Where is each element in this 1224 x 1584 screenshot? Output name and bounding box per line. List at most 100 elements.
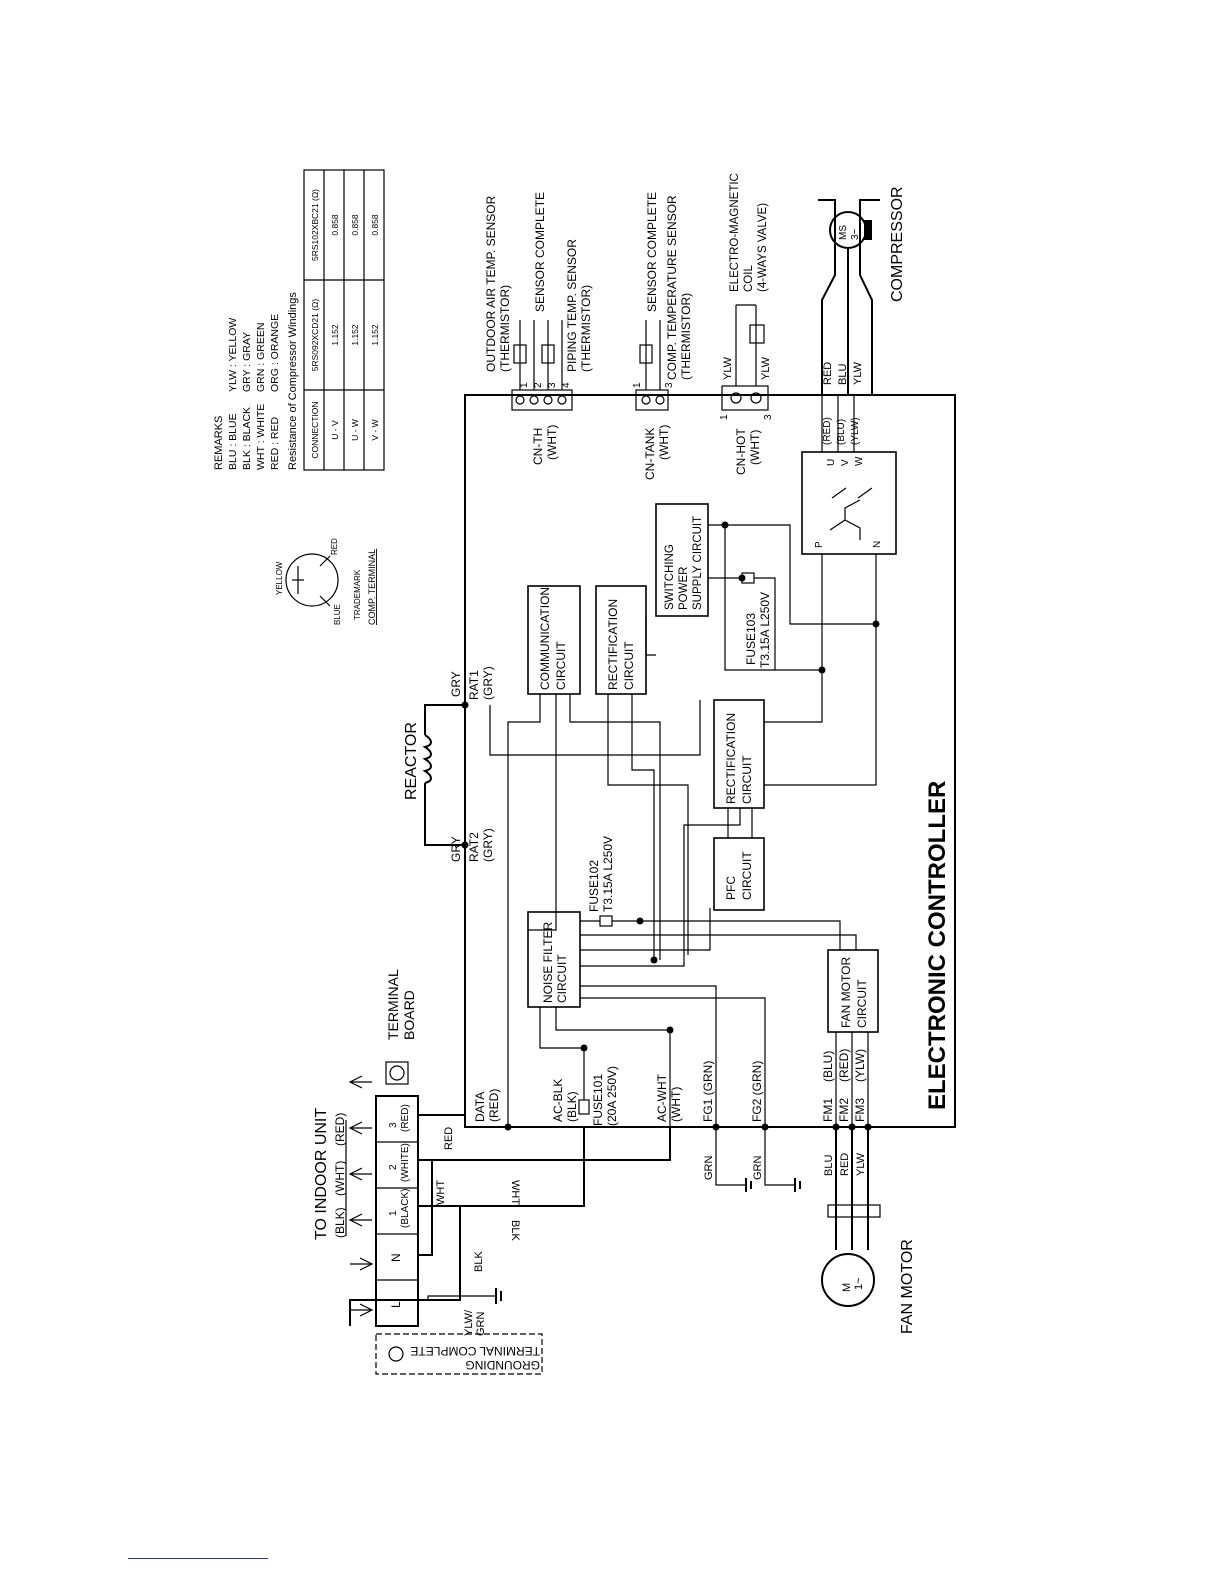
indoor-color: (BLK) bbox=[333, 1207, 347, 1238]
cn-th-connector bbox=[511, 320, 573, 411]
footer-rule bbox=[128, 1558, 268, 1559]
fm3-color: (YLW) bbox=[853, 1049, 867, 1082]
piping-sensor-label: PIPING TEMP. SENSOR bbox=[565, 239, 579, 372]
wire-red-label: RED bbox=[443, 1127, 455, 1150]
reactor-symbol bbox=[422, 704, 465, 846]
terminal-blue-label: BLUE bbox=[333, 604, 342, 625]
terminal-board-label: TERMINAL bbox=[385, 969, 401, 1040]
fan-motor-circuit-label: FAN MOTOR bbox=[839, 957, 853, 1028]
reactor-wire-gry: GRY bbox=[449, 671, 463, 697]
pin-number: 4 bbox=[561, 382, 572, 388]
ylw-grn-label: GRN bbox=[475, 1312, 487, 1337]
cn-hot-label: CN-HOT bbox=[734, 428, 748, 475]
pin-number: 1 bbox=[719, 414, 730, 420]
cn-tank-color: (WHT) bbox=[657, 425, 671, 460]
comp-temp-sensor-label: COMP. TEMPERATURE SENSOR bbox=[665, 195, 679, 380]
resistance-table: Resistance of Compressor Windings CONNEC… bbox=[287, 169, 385, 471]
fuse103-symbol bbox=[741, 572, 755, 584]
remarks-color: ORG : ORANGE bbox=[269, 314, 281, 392]
terminal-board bbox=[375, 1095, 419, 1327]
fan-motor-circuit bbox=[827, 949, 879, 1033]
compressor-wire-ylw: YLW bbox=[852, 361, 864, 385]
compressor-wire-red: RED bbox=[822, 362, 834, 385]
terminal-3-color: (RED) bbox=[400, 1104, 411, 1132]
pin-number: 1 bbox=[519, 382, 530, 388]
terminal-l: L bbox=[389, 1301, 403, 1308]
fm1-label: FM1 bbox=[821, 1098, 835, 1122]
data-connector-label: DATA bbox=[473, 1092, 487, 1122]
ground-wire-grn: GRN bbox=[752, 1156, 764, 1181]
ac-wht-color: (WHT) bbox=[669, 1087, 683, 1122]
table-cell: 0.858 bbox=[330, 214, 340, 236]
cn-tank-connector bbox=[635, 320, 669, 411]
fan-motor-symbol bbox=[821, 1127, 881, 1307]
pin-number: 2 bbox=[533, 382, 544, 388]
indoor-arrows bbox=[348, 1075, 374, 1317]
rectification-label: CIRCUIT bbox=[622, 641, 636, 690]
fg1-label: FG1 (GRN) bbox=[701, 1061, 715, 1122]
internal-wiring bbox=[489, 395, 877, 1127]
fuse102-rating: T3.15A L250V bbox=[601, 836, 615, 912]
terminal-1: 1 bbox=[388, 1210, 399, 1216]
fm2-color: (RED) bbox=[837, 1049, 851, 1082]
grounding-terminal-box bbox=[375, 1333, 543, 1375]
switching-label: POWER bbox=[678, 567, 690, 610]
fuse101-label: FUSE101 bbox=[591, 1074, 605, 1126]
controller-frame bbox=[464, 394, 956, 1128]
remarks-legend: REMARKS BLU : BLUE BLK : BLACK WHT : WHI… bbox=[213, 314, 281, 470]
pfc-label: PFC bbox=[724, 876, 738, 900]
fg2-label: FG2 (GRN) bbox=[750, 1061, 764, 1122]
comp-terminal-title: COMP. TERMINAL bbox=[367, 549, 377, 625]
indoor-color: (RED) bbox=[333, 1113, 347, 1146]
sensor-complete-label: SENSOR COMPLETE bbox=[533, 192, 547, 312]
coil-wire-ylw: YLW bbox=[722, 356, 734, 380]
ac-blk-label: AC-BLK bbox=[551, 1079, 565, 1122]
fan-wire-red: RED bbox=[839, 1153, 851, 1176]
ac-wht-label: AC-WHT bbox=[655, 1073, 669, 1122]
table-header: CONNECTION bbox=[310, 401, 320, 458]
fm2-label: FM2 bbox=[837, 1098, 851, 1122]
wire-blk-label: BLK bbox=[509, 1220, 521, 1241]
rectification-label: RECTIFICATION bbox=[606, 599, 620, 690]
rectification-circuit-2 bbox=[713, 699, 765, 809]
table-cell: V - W bbox=[370, 419, 380, 440]
remarks-title: REMARKS bbox=[213, 416, 225, 470]
communication-label: COMMUNICATION bbox=[538, 587, 552, 690]
noise-filter-circuit bbox=[527, 911, 581, 1008]
fuse101-rating: (20A 250V) bbox=[605, 1066, 619, 1126]
terminal-2-color: (WHITE) bbox=[400, 1143, 411, 1182]
uvw-color-label: (RED) bbox=[822, 417, 833, 445]
cn-hot-connector bbox=[721, 304, 769, 411]
compressor-label: COMPRESSOR bbox=[889, 186, 906, 302]
table-header: 5RS092XCD21 (Ω) bbox=[310, 299, 320, 372]
ylw-grn-label: YLW/ bbox=[463, 1309, 475, 1336]
controller-heading: ELECTRONIC CONTROLLER bbox=[924, 781, 951, 1110]
cn-hot-color: (WHT) bbox=[748, 430, 762, 465]
terminal-yellow-label: YELLOW bbox=[275, 561, 284, 595]
coil-wire-ylw: YLW bbox=[760, 356, 772, 380]
rat2-color: (GRY) bbox=[481, 828, 495, 862]
cn-th-label: CN-TH bbox=[531, 428, 545, 465]
terminal-n: N bbox=[389, 1253, 403, 1262]
resistance-table-title: Resistance of Compressor Windings bbox=[287, 292, 299, 470]
ground-symbols bbox=[495, 1178, 801, 1304]
inverter-n-label: N bbox=[872, 541, 883, 548]
switching-label: SUPPLY CIRCUIT bbox=[692, 516, 704, 610]
rectification-circuit-1 bbox=[595, 585, 647, 695]
table-cell: 1.152 bbox=[370, 324, 380, 346]
table-cell: 1.152 bbox=[330, 324, 340, 346]
wire-blk-label: BLK bbox=[473, 1251, 485, 1272]
cn-tank-label: CN-TANK bbox=[643, 428, 657, 480]
fan-motor-label: FAN MOTOR bbox=[899, 1239, 916, 1334]
rat2-label: RAT2 bbox=[467, 832, 481, 862]
terminal-trademark-label: TRADEMARK bbox=[353, 569, 362, 620]
table-cell: U - V bbox=[330, 420, 340, 440]
fuse101-symbol bbox=[578, 1099, 590, 1115]
terminal-board-label: BOARD bbox=[401, 990, 417, 1040]
ground-wire-grn: GRN bbox=[703, 1156, 715, 1181]
pfc-label: CIRCUIT bbox=[740, 851, 754, 900]
sensor-complete-label: SENSOR COMPLETE bbox=[645, 192, 659, 312]
fuse102-label: FUSE102 bbox=[587, 860, 601, 912]
remarks-color: YLW : YELLOW bbox=[227, 318, 239, 392]
